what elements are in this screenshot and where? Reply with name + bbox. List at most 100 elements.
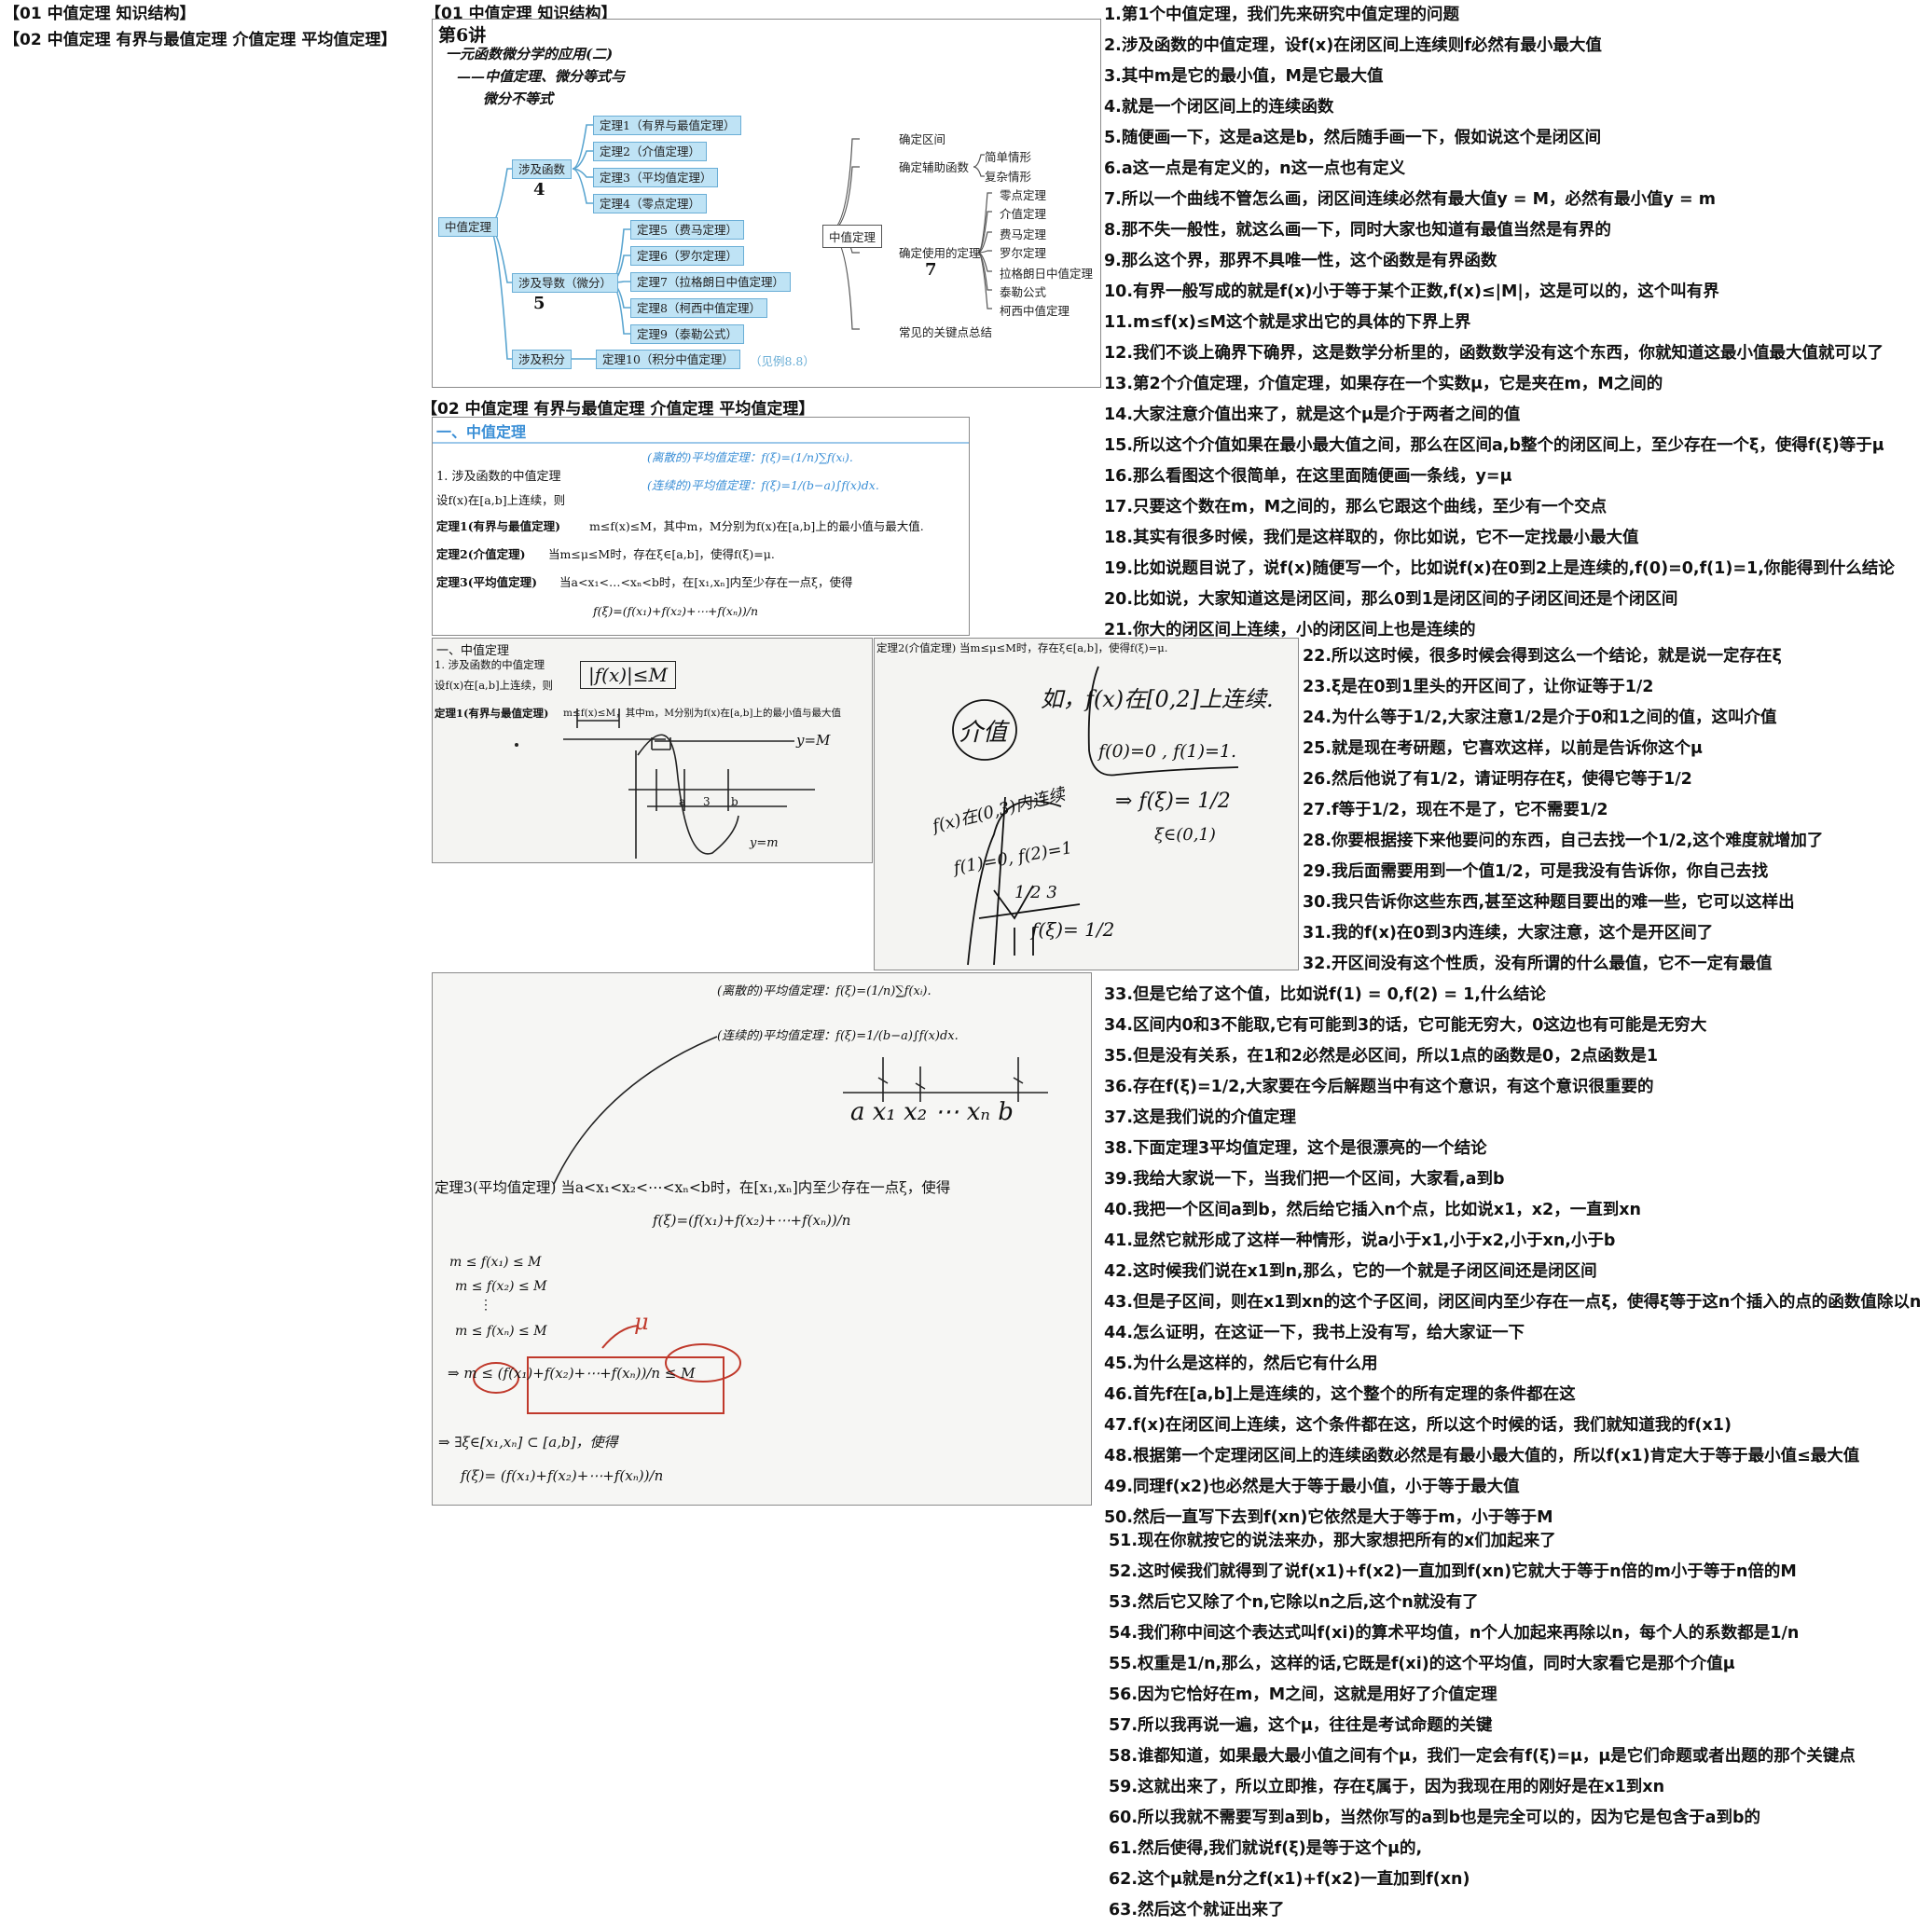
transcript-line: 12.我们不谈上确界下确界，这是数学分析里的，函数数学没有这个东西，你就知道这最… (1104, 344, 1884, 363)
section-title-theorems: 【02 中值定理 有界与最值定理 介值定理 平均值定理】 (421, 400, 815, 419)
transcript-block-4: 51.现在你就按它的说法来办，那大家想把所有的x们加起来了 52.这时候我们就得… (1109, 1526, 1856, 1926)
transcript-line: 29.我后面需要用到一个值1/2，可是我没有告诉你，你自己去找 (1303, 862, 1769, 881)
transcript-line: 43.但是子区间，则在x1到xn的这个子区间，闭区间内至少存在一点ξ，使得ξ等于… (1104, 1293, 1922, 1312)
board1-hw-b: b (731, 795, 738, 808)
transcript-line: 52.这时候我们就得到了说f(x1)+f(x2)一直加到f(xn)它就大于等于n… (1109, 1562, 1797, 1581)
transcript-line: 1.第1个中值定理，我们先来研究中值定理的问题 (1104, 6, 1459, 24)
textbook-condition: 设f(x)在[a,b]上连续，则 (436, 493, 566, 507)
textbook-note-continuous: (连续的)平均值定理：f(ξ)=1/(b−a)∫f(x)dx. (647, 478, 879, 492)
mindmap-theorem-10: 定理10（积分中值定理） (596, 350, 740, 369)
board1-hw-bound: |f(x)|≤M (580, 661, 676, 689)
transcript-line: 19.比如说题目说了，说f(x)随便写一个，比如说f(x)在0到2上是连续的,f… (1104, 559, 1895, 578)
transcript-line: 56.因为它恰好在m，M之间，这就是用好了介值定理 (1109, 1685, 1497, 1704)
mindmap-branch-derivative-count: 5 (533, 294, 545, 313)
mindmap-heading-lecture: 第6讲 (438, 25, 487, 46)
board3-sketch (473, 1036, 1048, 1414)
mindmap-heading-title: 一元函数微分学的应用(二) (446, 46, 614, 62)
transcript-line: 41.显然它就形成了这样一种情形，说a小于x1,小于x2,小于xn,小于b (1104, 1231, 1616, 1250)
transcript-line: 60.所以我就不需要写到a到b，当然你写的a到b也是完全可以的，因为它是包含于a… (1109, 1809, 1761, 1827)
board1-panel: 一、中值定理 1. 涉及函数的中值定理 设f(x)在[a,b]上连续，则 定理1… (432, 638, 873, 863)
transcript-block-2: 22.所以这时候，很多时候会得到这么一个结论，就是说一定存在ξ 23.ξ是在0到… (1303, 641, 1823, 980)
board2-panel: 定理2(介值定理) 当m≤μ≤M时，存在ξ∈[a,b]，使得f(ξ)=μ. 介值… (874, 638, 1299, 970)
mindmap-theorem-option: 拉格朗日中值定理 (1000, 267, 1094, 281)
mindmap-step-theorem-count: 7 (925, 260, 937, 280)
toc-item-knowledge-structure[interactable]: 【01 中值定理 知识结构】 (4, 5, 196, 23)
board2-header: 定理2(介值定理) 当m≤μ≤M时，存在ξ∈[a,b]，使得f(ξ)=μ. (876, 641, 1168, 654)
transcript-line: 24.为什么等于1/2,大家注意1/2是介于0和1之间的值，这叫介值 (1303, 708, 1777, 727)
textbook-thm3: 当a<x₁<…<xₙ<b时，在[x₁,xₙ]内至少存在一点ξ，使得 (559, 575, 853, 589)
transcript-line: 6.a这一点是有定义的，n这一点也有定义 (1104, 159, 1406, 178)
transcript-line: 9.那么这个界，那界不具唯一性，这个函数是有界函数 (1104, 252, 1497, 270)
transcript-line: 44.怎么证明，在这证一下，我书上没有写，给大家证一下 (1104, 1324, 1525, 1342)
transcript-line: 32.开区间没有这个性质，没有所谓的什么最值，它不一定有最值 (1303, 955, 1773, 973)
board2-hw-values: f(0)=0 , f(1)=1. (1098, 741, 1237, 762)
transcript-line: 53.然后它又除了个n,它除以n之后,这个n就没有了 (1109, 1593, 1479, 1612)
board3-hw-dots: ⋮ (479, 1298, 492, 1313)
transcript-line: 28.你要根据接下来他要问的东西，自己去找一个1/2,这个难度就增加了 (1303, 832, 1824, 850)
textbook-thm2-label: 定理2(介值定理) (436, 547, 526, 561)
board1-dot (515, 743, 518, 747)
transcript-line: 3.其中m是它的最小值，M是它最大值 (1104, 67, 1384, 86)
board3-panel: (离散的)平均值定理：f(ξ)=(1/n)∑f(xᵢ). (连续的)平均值定理：… (432, 972, 1092, 1506)
mindmap-theorem-option: 泰勒公式 (1000, 285, 1047, 299)
transcript-line: 16.那么看图这个很简单，在这里面随便画一条线，y=μ (1104, 467, 1512, 486)
transcript-line: 42.这时候我们说在x1到n,那么，它的一个就是子闭区间还是闭区间 (1104, 1262, 1597, 1281)
transcript-line: 8.那不失一般性，就这么画一下，同时大家也知道有最值当然是有界的 (1104, 221, 1611, 240)
toc-item-mean-value-theorems[interactable]: 【02 中值定理 有界与最值定理 介值定理 平均值定理】 (4, 31, 397, 49)
textbook-formula: f(ξ)=(f(x₁)+f(x₂)+⋯+f(xₙ))/n (593, 604, 759, 618)
transcript-line: 20.比如说，大家知道这是闭区间，那么0到1是闭区间的子闭区间还是个闭区间 (1104, 590, 1678, 609)
textbook-thm2: 当m≤μ≤M时，存在ξ∈[a,b]，使得f(ξ)=μ. (548, 547, 775, 561)
mindmap-panel: 第6讲 一元函数微分学的应用(二) ——中值定理、微分等式与 微分不等式 中值定… (432, 19, 1101, 388)
transcript-line: 30.我只告诉你这些东西,甚至这种题目要出的难一些，它可以这样出 (1303, 893, 1795, 912)
mindmap-step-theorem: 确定使用的定理 (899, 246, 981, 260)
mindmap-theorem-5: 定理5（费马定理） (630, 220, 744, 240)
transcript-line: 58.谁都知道，如果最大最小值之间有个μ，我们一定会有f(ξ)=μ，μ是它们命题… (1109, 1747, 1856, 1766)
board2-hw-conclusion: ⇒ f(ξ)= 1/2 (1115, 790, 1231, 813)
board1-thm1-label: 定理1(有界与最值定理) (435, 707, 549, 720)
board3-hw-line1: m ≤ f(x₁) ≤ M (449, 1255, 542, 1270)
transcript-line: 21.你大的闭区间上连续，小的闭区间上也是连续的 (1104, 621, 1476, 640)
mindmap-theorem-6: 定理6（罗尔定理） (630, 246, 744, 266)
mindmap-heading-sub2: 微分不等式 (483, 90, 554, 107)
transcript-line: 23.ξ是在0到1里头的开区间了，让你证等于1/2 (1303, 678, 1654, 696)
mindmap-theorem-1: 定理1（有界与最值定理） (593, 116, 742, 135)
transcript-line: 14.大家注意介值出来了，就是这个μ是介于两者之间的值 (1104, 406, 1521, 424)
mindmap-theorem-2: 定理2（介值定理） (593, 142, 707, 161)
mindmap-branch-derivative: 涉及导数（微分） (512, 273, 619, 293)
transcript-line: 7.所以一个曲线不管怎么画，闭区间连续必然有最大值y = M，必然有最小值y =… (1104, 190, 1716, 209)
board3-hw-line2: m ≤ f(x₂) ≤ M (455, 1279, 547, 1294)
textbook-panel: 一、中值定理 (离散的)平均值定理：f(ξ)=(1/n)∑f(xᵢ). (连续的… (432, 417, 970, 636)
textbook-title: 一、中值定理 (436, 423, 527, 441)
board3-hw-axis: a x₁ x₂ ⋯ xₙ b (850, 1098, 1014, 1126)
transcript-line: 50.然后一直写下去到f(xn)它依然是大于等于m，小于等于M (1104, 1508, 1553, 1527)
transcript-line: 45.为什么是这样的，然后它有什么用 (1104, 1355, 1378, 1373)
mindmap-theorem-8: 定理8（柯西中值定理） (630, 298, 767, 318)
transcript-line: 10.有界一般写成的就是f(x)小于等于某个正数,f(x)≤|M|，这是可以的，… (1104, 282, 1719, 301)
transcript-line: 46.首先f在[a,b]上是连续的，这个整个的所有定理的条件都在这 (1104, 1385, 1576, 1404)
board3-thm3: 定理3(平均值定理) 当a<x₁<x₂<⋯<xₙ<b时，在[x₁,xₙ]内至少存… (435, 1179, 951, 1196)
board3-hw-exists: ⇒ ∃ξ∈[x₁,xₙ] ⊂ [a,b]，使得 (438, 1434, 618, 1451)
transcript-line: 57.所以我再说一遍，这个μ，往往是考试命题的关键 (1109, 1716, 1493, 1735)
mindmap-step-aux-complex: 复杂情形 (985, 170, 1032, 184)
mindmap-theorem-option: 费马定理 (1000, 227, 1047, 241)
mindmap-theorem-option: 零点定理 (1000, 188, 1047, 202)
board3-formula: f(ξ)=(f(x₁)+f(x₂)+⋯+f(xₙ))/n (653, 1212, 851, 1229)
textbook-subtitle: 1. 涉及函数的中值定理 (436, 470, 561, 484)
transcript-line: 36.存在f(ξ)=1/2,大家要在今后解题当中有这个意识，有这个意识很重要的 (1104, 1078, 1654, 1096)
board1-hw-a: a (679, 795, 686, 808)
textbook-divider (433, 442, 969, 444)
board2-hw-ticks: 1 2 3 (1014, 883, 1057, 902)
board1-graph (515, 708, 815, 859)
mindmap-branch-function: 涉及函数 (512, 159, 573, 179)
mindmap-theorem-option: 介值定理 (1000, 207, 1047, 221)
transcript-line: 61.然后使得,我们就说f(ξ)是等于这个μ的, (1109, 1839, 1423, 1858)
mindmap-theorem-10-note: （见例8.8） (750, 354, 815, 368)
board3-note-discrete: (离散的)平均值定理：f(ξ)=(1/n)∑f(xᵢ). (717, 984, 932, 998)
transcript-line: 54.我们称中间这个表达式叫f(xi)的算术平均值，n个人加起来再除以n，每个人… (1109, 1624, 1800, 1643)
mindmap-step-interval: 确定区间 (899, 132, 946, 146)
transcript-line: 17.只要这个数在m，M之间的，那么它跟这个曲线，至少有一个交点 (1104, 498, 1608, 516)
mindmap-heading-sub1: ——中值定理、微分等式与 (457, 68, 626, 85)
board1-thm1: m≤f(x)≤M，其中m，M分别为f(x)在[a,b]上的最小值与最大值 (563, 708, 842, 719)
transcript-line: 11.m≤f(x)≤M这个就是求出它的具体的下界上界 (1104, 313, 1471, 332)
transcript-line: 34.区间内0和3不能取,它有可能到3的话，它可能无穷大，0这边也有可能是无穷大 (1104, 1016, 1707, 1035)
